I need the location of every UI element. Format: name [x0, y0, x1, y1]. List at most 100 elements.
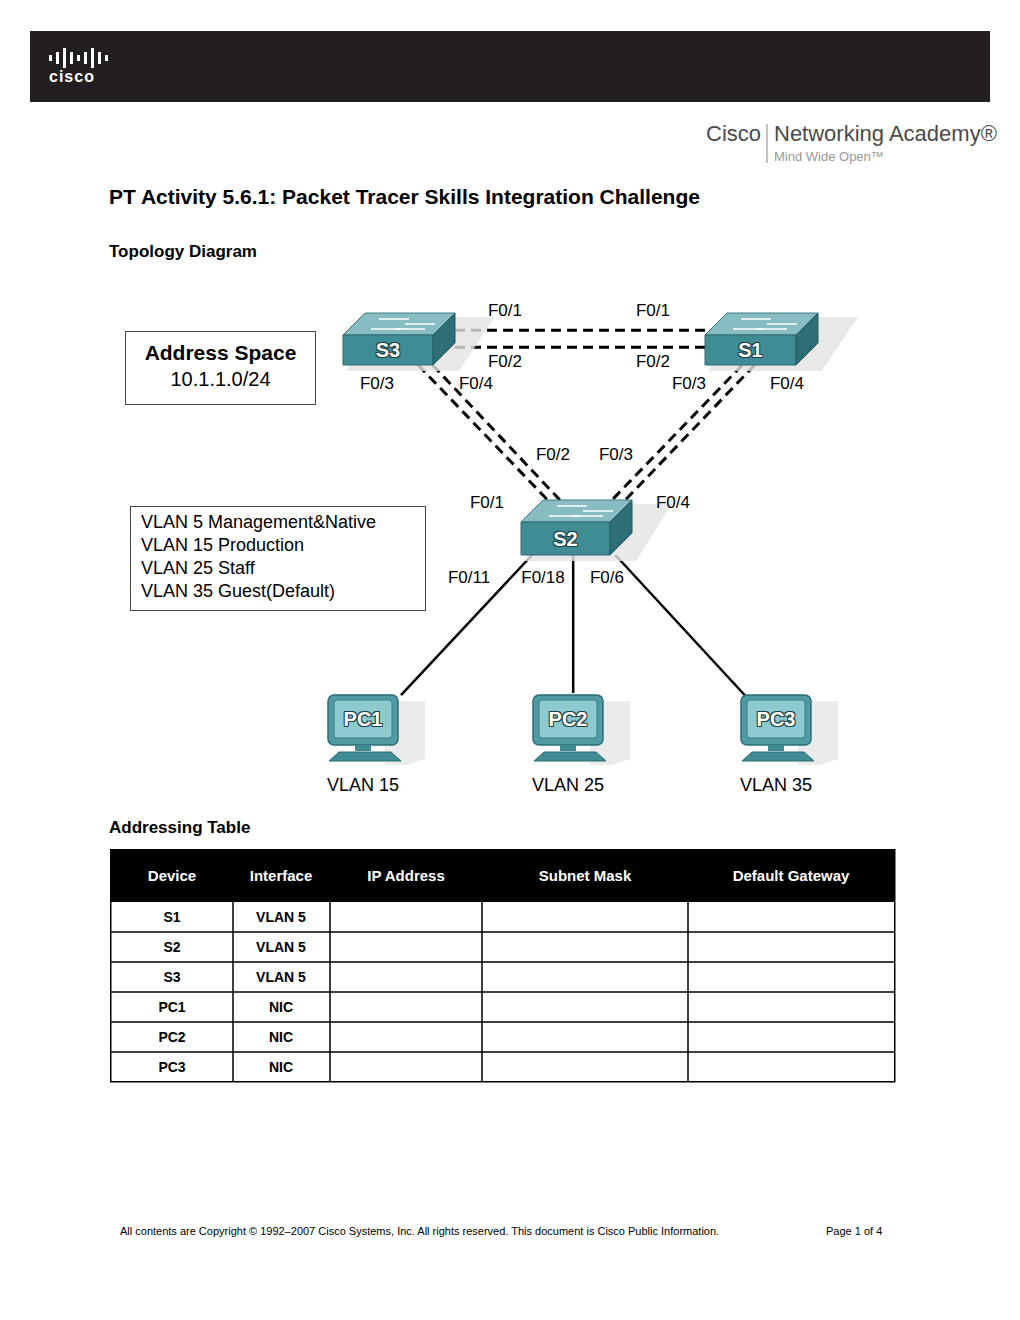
brand-divider [767, 124, 768, 163]
pc-icon: PC2VLAN 25 [530, 693, 610, 763]
device-name: S3 [376, 339, 400, 362]
switch-icon: S3 [343, 313, 455, 365]
table-cell: S3 [163, 969, 180, 985]
port-label: F0/2 [488, 352, 522, 372]
pc-stand [355, 745, 371, 751]
switch-icon: S2 [521, 500, 632, 555]
port-label: F0/4 [459, 374, 493, 394]
switch-side [796, 313, 818, 365]
table-cell: VLAN 5 [256, 939, 306, 955]
vlan-label: VLAN 25 [532, 775, 604, 796]
table-cell: S2 [163, 939, 180, 955]
trunk-link [455, 346, 705, 349]
box-heading: Address Space [138, 339, 303, 366]
port-label: F0/3 [672, 374, 706, 394]
switch-side [433, 313, 455, 365]
port-label: F0/3 [599, 445, 633, 465]
port-label: F0/11 [448, 568, 490, 588]
switch-arrow-mark [395, 328, 425, 330]
device-name: PC3 [757, 708, 796, 731]
access-link [615, 555, 746, 697]
switch-icon: S1 [705, 313, 818, 365]
footer-text: Page 1 of 4 [826, 1225, 882, 1238]
switch-arrow-mark [405, 323, 435, 325]
pc-monitor [328, 695, 398, 745]
switch-arrow-mark [741, 318, 771, 320]
switch-arrow-mark [573, 515, 603, 517]
switch-arrow-mark [557, 505, 587, 507]
box-body: 10.1.1.0/24 [138, 366, 303, 393]
info-box: VLAN 5 Management&NativeVLAN 15 Producti… [130, 506, 426, 611]
vlan-label: VLAN 35 [740, 775, 812, 796]
trunk-link [433, 365, 560, 500]
table-cell: VLAN 5 [256, 909, 306, 925]
device-name: S2 [553, 527, 577, 550]
info-box: Address Space10.1.1.0/24 [125, 331, 316, 405]
switch-arrow-mark [757, 328, 787, 330]
table-header-cell: IP Address [367, 867, 445, 884]
vlan-label: VLAN 15 [327, 775, 399, 796]
brand-text: Networking Academy® [774, 121, 997, 146]
pc-icon: PC3VLAN 35 [738, 693, 818, 763]
table-cell: PC2 [158, 1029, 185, 1045]
port-label: F0/4 [770, 374, 804, 394]
table-cell: VLAN 5 [256, 969, 306, 985]
switch-arrow-mark [379, 318, 409, 320]
port-label: F0/1 [488, 301, 522, 321]
pc-screen [747, 700, 805, 738]
device-name: PC1 [344, 708, 383, 731]
switch-arrow-mark [583, 510, 613, 512]
table-cell: PC3 [158, 1059, 185, 1075]
table-cell: PC1 [158, 999, 185, 1015]
port-label: F0/18 [521, 568, 564, 588]
port-label: F0/2 [636, 352, 670, 372]
port-label: F0/6 [590, 568, 624, 588]
footer-text: All contents are Copyright © 1992–2007 C… [120, 1225, 719, 1238]
table-header-cell: Interface [250, 867, 313, 884]
addressing-table-grid [110, 849, 895, 1082]
pc-screen [334, 700, 392, 738]
trunk-link [625, 365, 754, 500]
table-cell: NIC [269, 1059, 293, 1075]
cisco-logo-bars [49, 48, 108, 68]
table-header-cell: Device [148, 867, 196, 884]
port-label: F0/4 [656, 493, 690, 513]
pc-icon: PC1VLAN 15 [325, 693, 405, 763]
vlan-line: VLAN 5 Management&Native [141, 511, 415, 534]
pc-keyboard [329, 752, 401, 761]
page-title: PT Activity 5.6.1: Packet Tracer Skills … [109, 185, 700, 209]
device-name: PC2 [549, 708, 588, 731]
table-cell: NIC [269, 999, 293, 1015]
switch-arrow-mark [767, 323, 797, 325]
vlan-line: VLAN 25 Staff [141, 557, 415, 580]
trunk-link [455, 329, 705, 332]
header-bar [30, 31, 990, 102]
logo-text: cisco [49, 68, 95, 86]
access-link [572, 555, 575, 693]
table-header-cell: Default Gateway [733, 867, 850, 884]
pc-monitor [741, 695, 811, 745]
switch-front [521, 522, 610, 555]
port-label: F0/1 [636, 301, 670, 321]
pc-screen [539, 700, 597, 738]
vlan-line: VLAN 15 Production [141, 534, 415, 557]
device-name: S1 [738, 339, 762, 362]
table-header-cell: Subnet Mask [539, 867, 632, 884]
pc-stand [560, 745, 576, 751]
port-label: F0/1 [470, 493, 504, 513]
port-label: F0/3 [360, 374, 394, 394]
pc-keyboard [742, 752, 814, 761]
vlan-line: VLAN 35 Guest(Default) [141, 580, 415, 603]
pc-monitor [533, 695, 603, 745]
switch-front [705, 335, 796, 365]
trunk-link [612, 365, 742, 500]
pc-keyboard [534, 752, 606, 761]
brand-text: Cisco [706, 121, 761, 146]
brand-text: Mind Wide Open™ [774, 150, 884, 165]
switch-front [343, 335, 433, 365]
section-heading: Addressing Table [109, 818, 250, 838]
table-cell: S1 [163, 909, 180, 925]
pc-stand [768, 745, 784, 751]
port-label: F0/2 [536, 445, 570, 465]
